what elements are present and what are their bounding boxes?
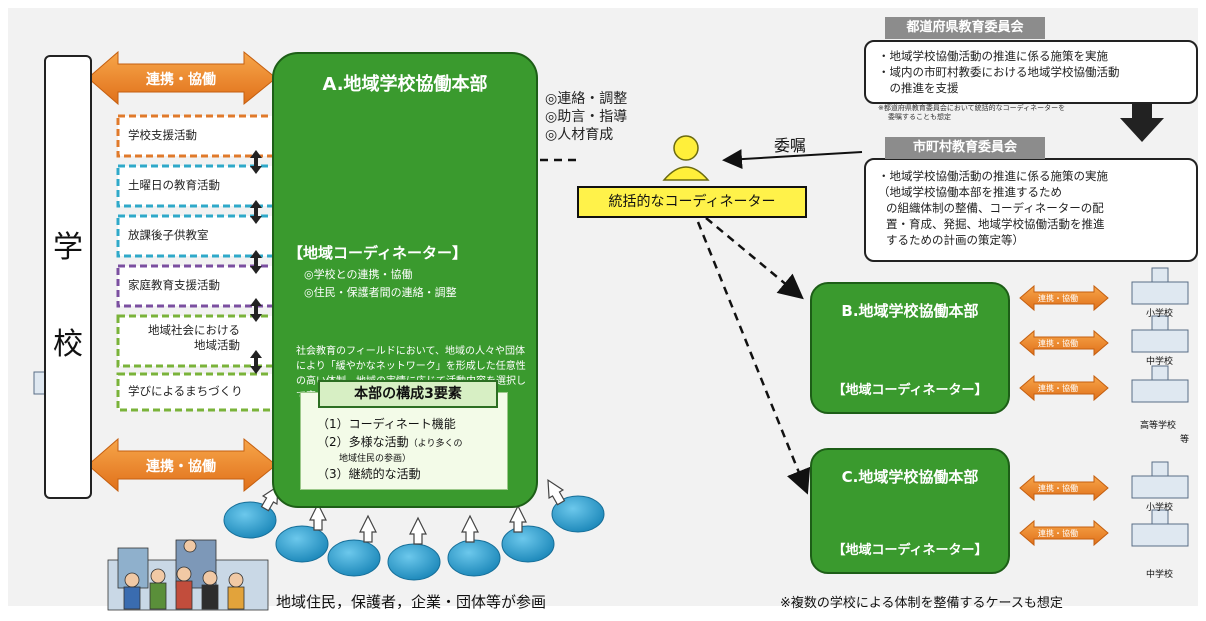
roles-list: ◎連絡・調整 ◎助言・指導 ◎人材育成	[545, 90, 627, 144]
components-box: （1）コーディネート機能 （2）多様な活動（より多くの 地域住民の参画） （3）…	[300, 392, 508, 490]
hq-c-coordinator: 【地域コーディネーター】	[832, 543, 988, 558]
school-label: 高等学校	[1140, 421, 1177, 431]
activity-label-2: 土曜日の教育活動	[128, 178, 220, 193]
footnote: ※複数の学校による体制を整備するケースも想定	[780, 596, 1063, 611]
activity-label-1: 学校支援活動	[128, 128, 197, 143]
role-item: ◎助言・指導	[545, 109, 628, 125]
general-coordinator-box: 統括的なコーディネーター	[577, 186, 807, 218]
prefecture-line: ・域内の市町村教委における地域学校協働活動	[878, 65, 1120, 79]
activity-label-6: 学びによるまちづくり	[128, 384, 243, 399]
hq-a-bullet-1: ◎学校との連携・協働	[304, 268, 413, 281]
role-item: ◎連絡・調整	[545, 91, 628, 107]
school-char-2: 校	[53, 327, 83, 362]
hq-c-title: C.地域学校協働本部	[841, 468, 979, 486]
arrow-to-hqB	[705, 217, 804, 300]
school-bar: 学 校	[44, 55, 92, 499]
small-collab-label: 連携・協働	[1038, 529, 1078, 538]
component-item-2: （2）多様な活動（より多くの	[317, 435, 463, 449]
component-item-2-note: 地域住民の参画）	[339, 454, 412, 464]
school-label: 小学校	[1146, 309, 1174, 319]
components-title: 本部の構成3要素	[318, 380, 498, 408]
municipal-line: するための計画の策定等）	[886, 233, 1024, 247]
role-item: ◎人材育成	[545, 127, 614, 143]
prefecture-note: ※都道府県教育委員会において統括的なコーディネーターを 委嘱することも想定	[878, 104, 1066, 121]
community-balls	[223, 495, 605, 581]
prefecture-box: ・地域学校協働活動の推進に係る施策を実施 ・域内の市町村教委における地域学校協働…	[864, 40, 1198, 104]
hq-c-panel: C.地域学校協働本部 【地域コーディネーター】	[810, 448, 1010, 574]
commission-label: 委嘱	[774, 136, 807, 155]
school-label: 中学校	[1146, 570, 1174, 580]
school-label-etc: 等	[1180, 435, 1190, 445]
municipal-line: ・地域学校協働活動の推進に係る施策の実施	[878, 169, 1108, 183]
prefecture-title: 都道府県教育委員会	[885, 17, 1045, 39]
arrow-to-hqC	[696, 221, 811, 495]
small-collab-label: 連携・協働	[1038, 384, 1078, 393]
school-char-1: 学	[53, 230, 83, 265]
prefecture-line: ・地域学校協働活動の推進に係る施策を実施	[878, 49, 1108, 63]
participants-label: 地域住民，保護者，企業・団体等が参画	[276, 593, 547, 611]
activity-label-4: 家庭教育支援活動	[128, 278, 220, 293]
municipal-line: の組織体制の整備、コーディネーターの配	[886, 201, 1104, 215]
collab-label-top: 連携・協働	[146, 72, 216, 88]
municipal-line: 置・育成、発掘、地域学校協働活動を推進	[886, 217, 1105, 231]
arrow-pref-to-muni	[1120, 96, 1164, 142]
hq-b-coordinator: 【地域コーディネーター】	[832, 383, 988, 398]
arrow-commission	[722, 149, 863, 170]
small-collab-arrows	[1019, 284, 1109, 547]
hq-a-coordinator: 【地域コーディネーター】	[288, 244, 467, 262]
activity-label-3: 放課後子供教室	[128, 228, 209, 243]
collab-label-bottom: 連携・協働	[146, 459, 216, 475]
municipal-title: 市町村教育委員会	[885, 137, 1045, 159]
hq-b-panel: B.地域学校協働本部 【地域コーディネーター】	[810, 282, 1010, 414]
activity-label-5: 地域社会における地域活動	[128, 323, 240, 353]
municipal-box: ・地域学校協働活動の推進に係る施策の実施 （地域学校協働本部を推進するため の組…	[864, 158, 1198, 262]
school-label: 小学校	[1146, 503, 1174, 513]
prefecture-line: の推進を支援	[878, 81, 959, 95]
hq-b-title: B.地域学校協働本部	[841, 302, 979, 320]
small-collab-label: 連携・協働	[1038, 484, 1078, 493]
school-label: 中学校	[1146, 357, 1174, 367]
hq-a-title: A.地域学校協働本部	[322, 74, 488, 95]
component-item-3: （3）継続的な活動	[317, 467, 421, 481]
small-updown-arrows	[250, 150, 262, 374]
hq-a-bullet-2: ◎住民・保護者間の連絡・調整	[304, 286, 457, 299]
coordinator-person-icon	[662, 135, 710, 181]
small-collab-label: 連携・協働	[1038, 339, 1078, 348]
small-collab-label: 連携・協働	[1038, 294, 1078, 303]
municipal-line: （地域学校協働本部を推進するため	[878, 185, 1062, 199]
crowd-illustration	[107, 539, 269, 611]
component-item-1: （1）コーディネート機能	[317, 417, 456, 431]
